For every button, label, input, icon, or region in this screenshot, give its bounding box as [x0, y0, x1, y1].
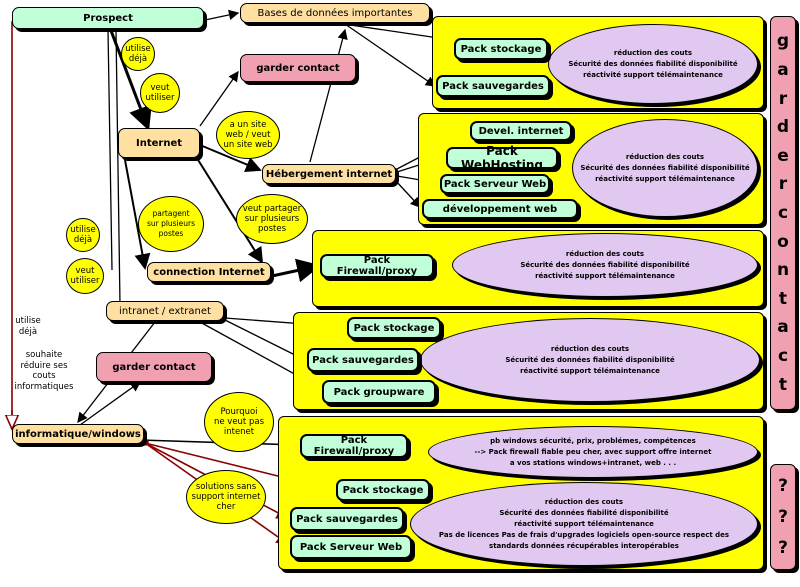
link-hebergement-devweb: [394, 179, 421, 208]
pack-firewall-2[interactable]: Pack Firewall/proxy: [300, 434, 408, 458]
informatique-hub: [141, 438, 149, 446]
node-informatique[interactable]: informatique/windows: [12, 424, 144, 444]
link-informatique-garder: [79, 381, 142, 426]
pack-webhosting[interactable]: Pack WebHosting: [446, 144, 558, 172]
link-internet-connection: [194, 154, 264, 264]
pack-firewall-1[interactable]: Pack Firewall/proxy: [320, 254, 434, 278]
link-prospect-connection: [107, 29, 113, 271]
node-hebergement[interactable]: Hébergement internet: [262, 164, 396, 184]
sidebar-questions: ???: [770, 464, 796, 570]
pack-devel-internet[interactable]: Devel. internet: [470, 121, 572, 141]
node-internet[interactable]: Internet: [118, 128, 200, 158]
link-internet-garder: [199, 70, 239, 127]
link-prospect-intranet: [115, 29, 121, 306]
node-prospect[interactable]: Prospect: [12, 7, 204, 29]
link-prospect-bases: [204, 9, 240, 21]
pack-stockage-3[interactable]: Pack stockage: [336, 479, 430, 501]
pack-stockage-2[interactable]: Pack stockage: [347, 317, 441, 339]
pack-sauvegardes-2[interactable]: Pack sauvegardes: [307, 348, 419, 372]
node-connection[interactable]: connection Internet: [147, 262, 271, 282]
node-intranet[interactable]: intranet / extranet: [106, 301, 224, 321]
pack-serveur-web-1[interactable]: Pack Serveur Web: [440, 174, 550, 194]
pack-stockage-1[interactable]: Pack stockage: [454, 38, 548, 60]
pack-groupware[interactable]: Pack groupware: [322, 380, 436, 404]
ellipse-windows: pb windows sécurité, prix, problémes, co…: [428, 426, 758, 478]
node-garder-contact-mid[interactable]: garder contact: [96, 352, 212, 382]
node-garder-contact-top[interactable]: garder contact: [240, 54, 356, 82]
pack-sauvegardes-3[interactable]: Pack sauvegardes: [290, 507, 404, 531]
link-bases-sauvegardes: [344, 23, 437, 87]
link-bases-stockage: [329, 21, 454, 44]
link-connection-firewall: [271, 258, 321, 283]
link-intranet-sauvegardes: [224, 319, 307, 361]
pack-developpement-web[interactable]: développement web: [422, 199, 578, 219]
link-internet-hebergement: [199, 144, 262, 172]
link-hebergement-bases: [309, 28, 348, 163]
node-bases-donnees[interactable]: Bases de données importantes: [240, 3, 430, 23]
link-internet-connection-2: [124, 159, 151, 270]
pack-sauvegardes-1[interactable]: Pack sauvegardes: [436, 75, 550, 97]
pack-serveur-web-2[interactable]: Pack Serveur Web: [290, 535, 412, 559]
